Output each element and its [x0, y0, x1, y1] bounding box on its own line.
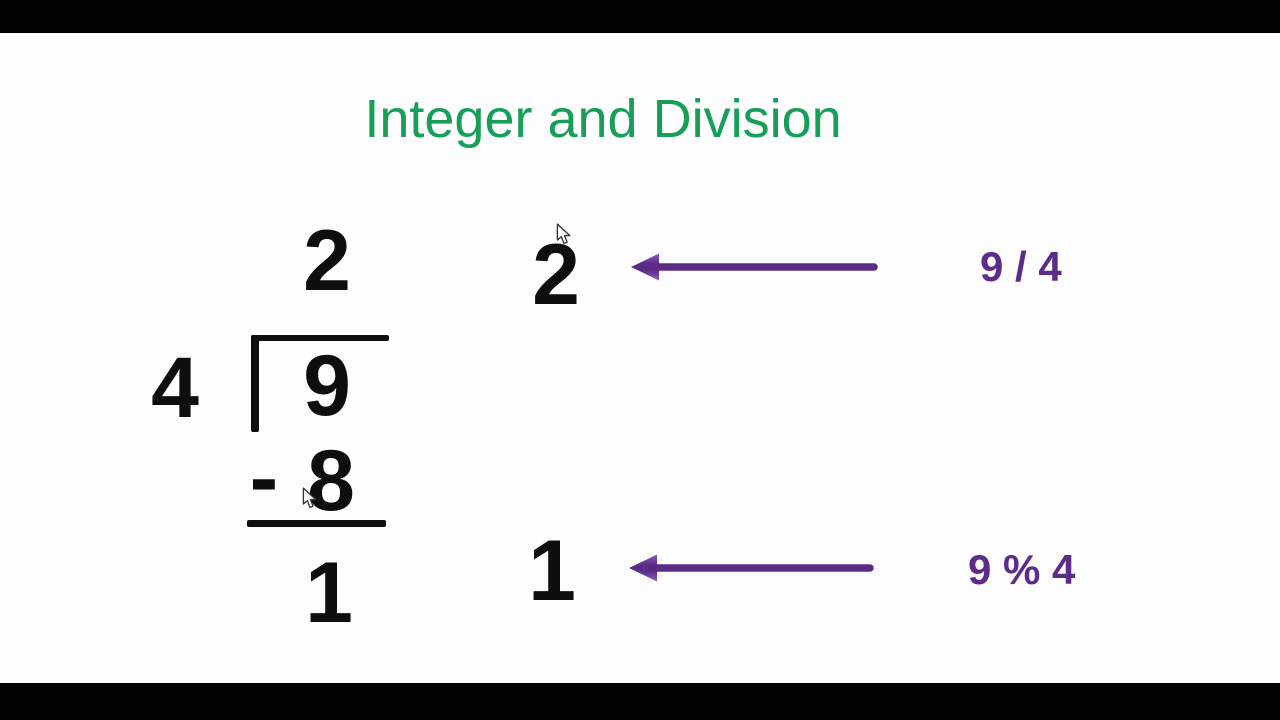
division-remainder: 1 [305, 545, 353, 641]
remainder-result: 1 [528, 523, 576, 619]
quotient-result: 2 [532, 227, 580, 323]
division-quotient: 2 [303, 213, 351, 309]
division-divisor: 4 [151, 340, 199, 436]
division-bracket-vertical [251, 335, 259, 432]
letterbox-bottom [0, 683, 1280, 720]
mouse-cursor-icon [302, 487, 318, 509]
left-arrow-icon [628, 250, 884, 284]
division-product: 8 [307, 433, 355, 529]
division-bracket-horizontal [251, 335, 389, 341]
division-expression-label: 9 / 4 [980, 243, 1062, 290]
modulo-expression-label: 9 % 4 [968, 546, 1076, 593]
slide-title: Integer and Division [364, 89, 842, 149]
minus-sign: - [249, 430, 279, 526]
letterbox-top [0, 0, 1280, 33]
subtraction-line [247, 520, 386, 527]
left-arrow-icon [626, 551, 882, 585]
mouse-cursor-icon [556, 223, 572, 245]
division-dividend: 9 [303, 338, 351, 434]
